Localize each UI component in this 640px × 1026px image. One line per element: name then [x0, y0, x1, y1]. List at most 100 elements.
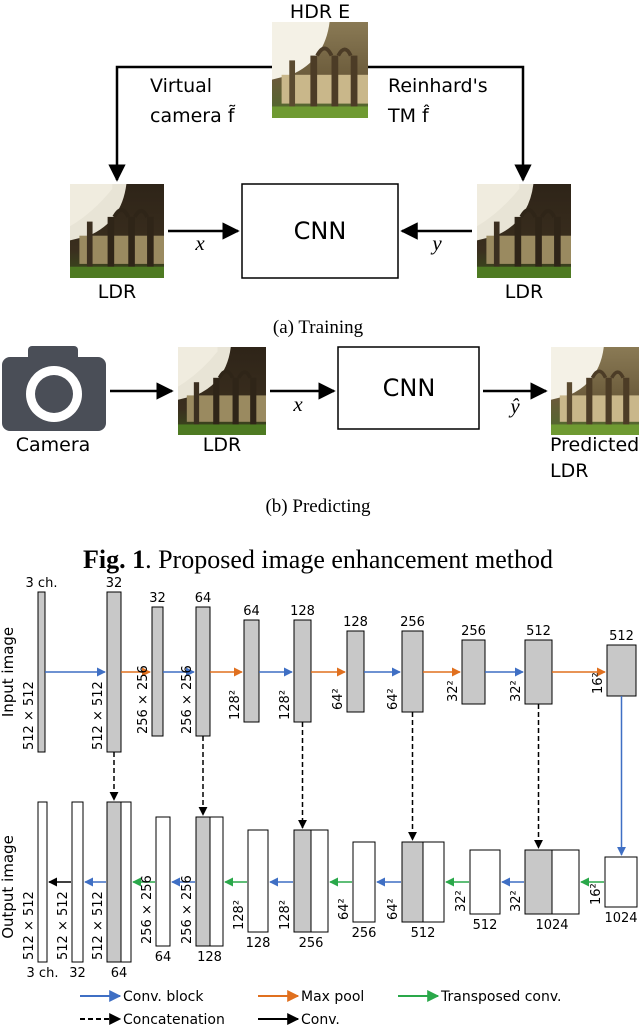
encoder-channel-label: 256	[400, 615, 425, 630]
x-symbol-predicting: x	[292, 392, 303, 416]
decoder-channel-label: 256	[299, 936, 324, 951]
encoder-layer	[151, 606, 164, 737]
legend-conv-block-label: Conv. block	[123, 989, 204, 1005]
decoder-size-label: 16²	[589, 883, 604, 905]
encoder-size-label: 256 × 256	[180, 665, 195, 734]
decoder-size-label: 64²	[386, 898, 401, 920]
arrow-hdr-to-ldr-right	[368, 65, 532, 182]
ldr-image-left	[70, 184, 164, 278]
legend-transposed-conv-label: Transposed conv.	[440, 989, 561, 1005]
reinhard-label-line1: Reinhard's	[388, 75, 488, 97]
decoder-channel-label: 256	[352, 926, 377, 941]
decoder-layers	[37, 801, 638, 963]
encoder-channel-label: 128	[343, 615, 368, 630]
legend-conv-label: Conv.	[301, 1012, 340, 1026]
ldr-image-right	[477, 184, 571, 278]
figure-caption-label: Fig. 1	[83, 545, 145, 574]
camera-label: Camera	[16, 434, 91, 456]
encoder-size-label: 64²	[386, 688, 401, 710]
skip-connections	[109, 696, 626, 856]
decoder-channel-label: 32	[69, 966, 86, 981]
decoder-channel-label: 1024	[535, 918, 568, 933]
encoder-channel-label: 32	[149, 591, 166, 606]
virtual-camera-label-line2: camera f̃	[150, 105, 236, 127]
encoder-layer	[401, 630, 424, 713]
encoder-layer	[195, 606, 211, 737]
decoder-channel-label: 128	[197, 950, 222, 965]
network-diagram: Input image Output image 3 ch.512 × 5123…	[0, 576, 638, 981]
cnn-box-training	[241, 183, 399, 279]
encoder-layers	[37, 591, 637, 753]
decoder-size-label: 256 × 256	[140, 875, 155, 944]
encoder-layer	[243, 619, 260, 723]
encoder-channel-label: 64	[195, 591, 212, 606]
encoder-channel-label: 32	[106, 576, 123, 591]
decoder-layer	[71, 801, 84, 963]
decoder-layer	[155, 816, 171, 947]
cnn-label-training: CNN	[294, 217, 347, 245]
virtual-camera-label-line1: Virtual	[150, 75, 212, 97]
decoder-size-label: 32²	[509, 890, 524, 912]
encoder-size-label: 512 × 512	[22, 681, 37, 750]
decoder-channel-label: 3 ch.	[27, 966, 59, 981]
decoder-channel-label: 64	[155, 950, 172, 965]
encoder-channel-label: 256	[461, 624, 486, 639]
camera-icon	[2, 346, 106, 431]
decoder-size-label: 32²	[454, 890, 469, 912]
decoder-size-label: 512 × 512	[22, 891, 37, 960]
decoder-layer	[604, 856, 638, 908]
skip-feature-part	[524, 849, 553, 915]
reinhard-label-line2: TM f̂	[387, 105, 430, 127]
decoder-size-label: 512 × 512	[91, 891, 106, 960]
hdr-image	[272, 22, 368, 118]
training-diagram: HDR E Virtual camera f̃ Reinhard's TM f̂…	[70, 1, 571, 338]
decoder-layer	[469, 849, 501, 915]
decoder-layer	[247, 829, 269, 933]
encoder-size-label: 128²	[278, 690, 293, 720]
encoder-channel-label: 128	[290, 604, 315, 619]
cnn-label-predicting: CNN	[383, 374, 436, 402]
ldr-image-predicting	[178, 347, 266, 435]
encoder-channel-label: 3 ch.	[26, 576, 58, 591]
encoder-layer	[461, 639, 486, 705]
figure-caption: Fig. 1. Proposed image enhancement metho…	[83, 545, 553, 574]
encoder-size-label: 512 × 512	[91, 681, 106, 750]
predicted-label-line1: Predicted	[550, 434, 639, 456]
skip-feature-part	[106, 801, 122, 963]
yhat-symbol: ŷ	[508, 394, 520, 418]
decoder-layer	[37, 801, 48, 963]
encoder-layer	[37, 591, 46, 753]
legend-concatenation-label: Concatenation	[123, 1012, 225, 1026]
ldr-predicting-label: LDR	[203, 434, 241, 456]
encoder-layer	[346, 630, 365, 713]
decoder-size-label: 64²	[337, 898, 352, 920]
input-image-title: Input image	[0, 627, 17, 717]
skip-feature-part	[195, 816, 211, 947]
encoder-layer	[524, 639, 553, 705]
encoder-layer	[606, 644, 637, 697]
predicting-caption: (b) Predicting	[265, 496, 371, 517]
figure-caption-text: . Proposed image enhancement method	[145, 545, 553, 574]
encoder-size-label: 128²	[228, 690, 243, 720]
encoder-channel-label: 512	[526, 624, 551, 639]
predicted-label-line2: LDR	[550, 460, 588, 482]
decoder-channel-label: 64	[111, 966, 128, 981]
encoder-layer	[106, 591, 122, 753]
encoder-size-label: 256 × 256	[136, 665, 151, 734]
decoder-size-label: 256 × 256	[180, 875, 195, 944]
decoder-channel-label: 128	[246, 936, 271, 951]
decoder-size-label: 128²	[278, 900, 293, 930]
hdr-label: HDR E	[290, 1, 350, 23]
decoder-channel-label: 1024	[604, 911, 637, 926]
encoder-channel-label: 512	[609, 629, 634, 644]
encoder-channel-label: 64	[243, 604, 260, 619]
encoder-layer	[293, 619, 312, 723]
encoder-size-label: 32²	[509, 680, 524, 702]
decoder-channel-label: 512	[411, 926, 436, 941]
predicted-ldr-image	[551, 347, 639, 435]
skip-feature-part	[401, 841, 424, 923]
predicting-diagram: Camera LDR x CNN ŷ Predicted LDR (b) Pre…	[2, 346, 639, 517]
x-symbol-training: x	[194, 231, 205, 255]
legend: Conv. block Max pool Transposed conv. Co…	[80, 989, 561, 1026]
